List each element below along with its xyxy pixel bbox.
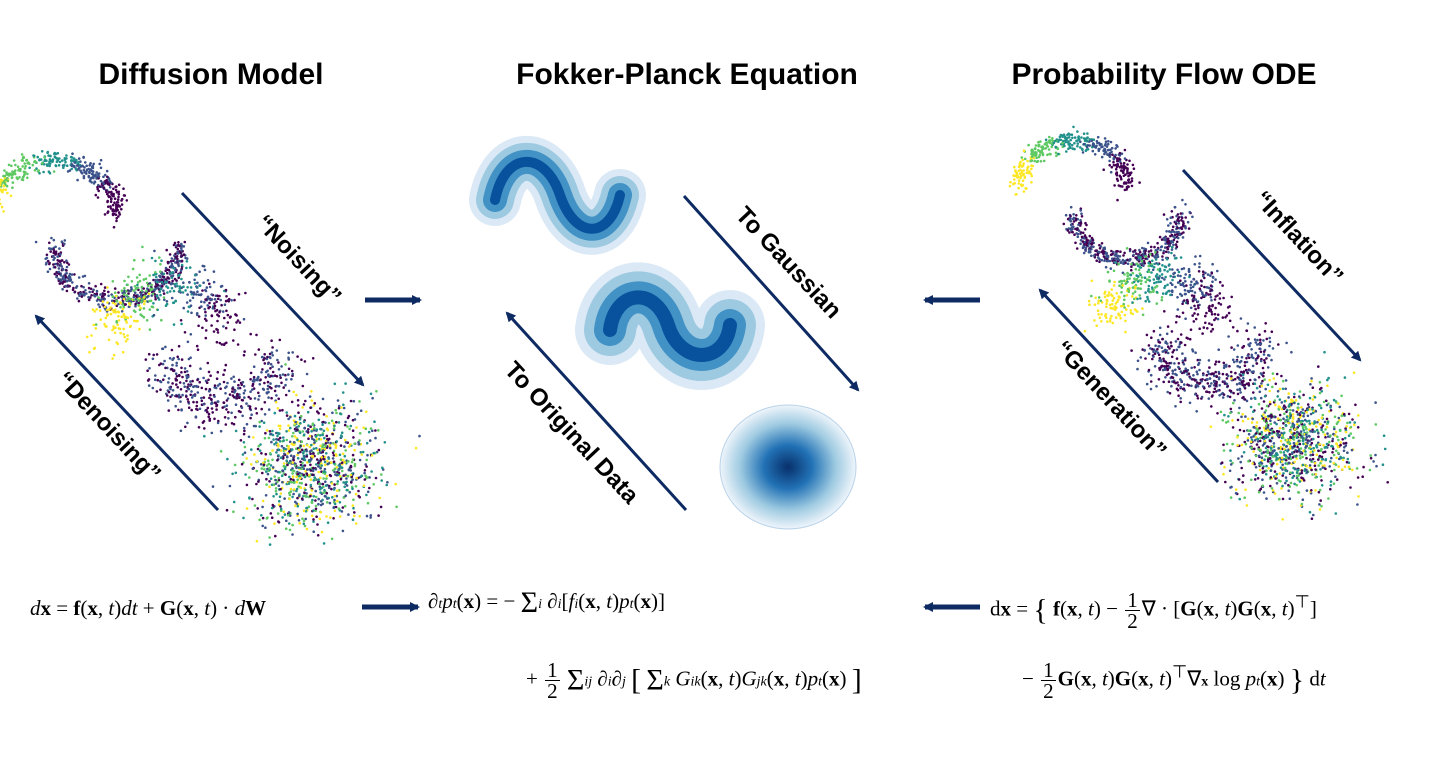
- to-original-arrow: [505, 311, 688, 512]
- density-plot-gaussian: [719, 404, 857, 530]
- ode-scatter-plots: [1008, 125, 1389, 521]
- density-plot-mid: [575, 262, 765, 390]
- to-gaussian-arrow: [682, 194, 860, 392]
- noising-label: “Noising”: [250, 210, 346, 310]
- density-plot-moons: [469, 136, 646, 255]
- denoising-arrow: [34, 314, 220, 512]
- fokker-planck-title: Fokker-Planck Equation: [516, 58, 858, 91]
- sde-equation: dx = f(x, t)dt + G(x, t) · dW: [30, 596, 267, 620]
- inflation-label: “Inflation”: [1249, 186, 1349, 290]
- noising-arrow: [180, 191, 365, 387]
- to-original-label: To Original Data: [499, 357, 644, 510]
- generation-arrow: [1038, 288, 1220, 484]
- fokker-planck-equation-line1: ∂tpt(x) = − Σi ∂i[fi(x, t)pt(x)]: [428, 586, 665, 619]
- probability-flow-ode-title: Probability Flow ODE: [1011, 58, 1317, 91]
- diffusion-scatter-plots: [0, 150, 421, 546]
- diffusion-model-title: Diffusion Model: [98, 58, 324, 91]
- inflation-arrow: [1181, 168, 1362, 362]
